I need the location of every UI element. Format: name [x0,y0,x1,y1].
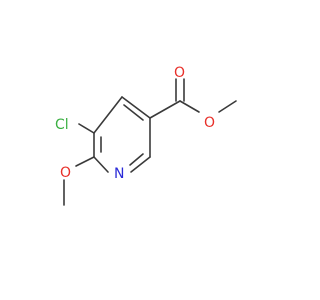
bond-c4-c5-double [123,104,144,121]
atom-o-carbonyl: O [174,65,185,81]
bond-c5-ccarbonyl [149,100,181,119]
atom-cl: Cl [55,117,69,133]
atom-o-ester: O [204,115,215,131]
atom-o-ether: O [60,165,71,181]
structure-diagram: Cl O N O O [55,65,237,206]
bond-c3-cl [78,123,95,134]
bond-c4-c5 [121,96,151,119]
bond-o-ch3-ester [218,100,237,113]
bond-n-c2 [93,156,109,173]
bond-c6-n [130,156,151,173]
bond-c2-o [75,156,95,167]
atom-n: N [114,166,124,182]
bond-c3-c4 [93,96,123,134]
bond-c6-n-double [129,153,144,166]
bond-c-o-ester [179,100,200,113]
